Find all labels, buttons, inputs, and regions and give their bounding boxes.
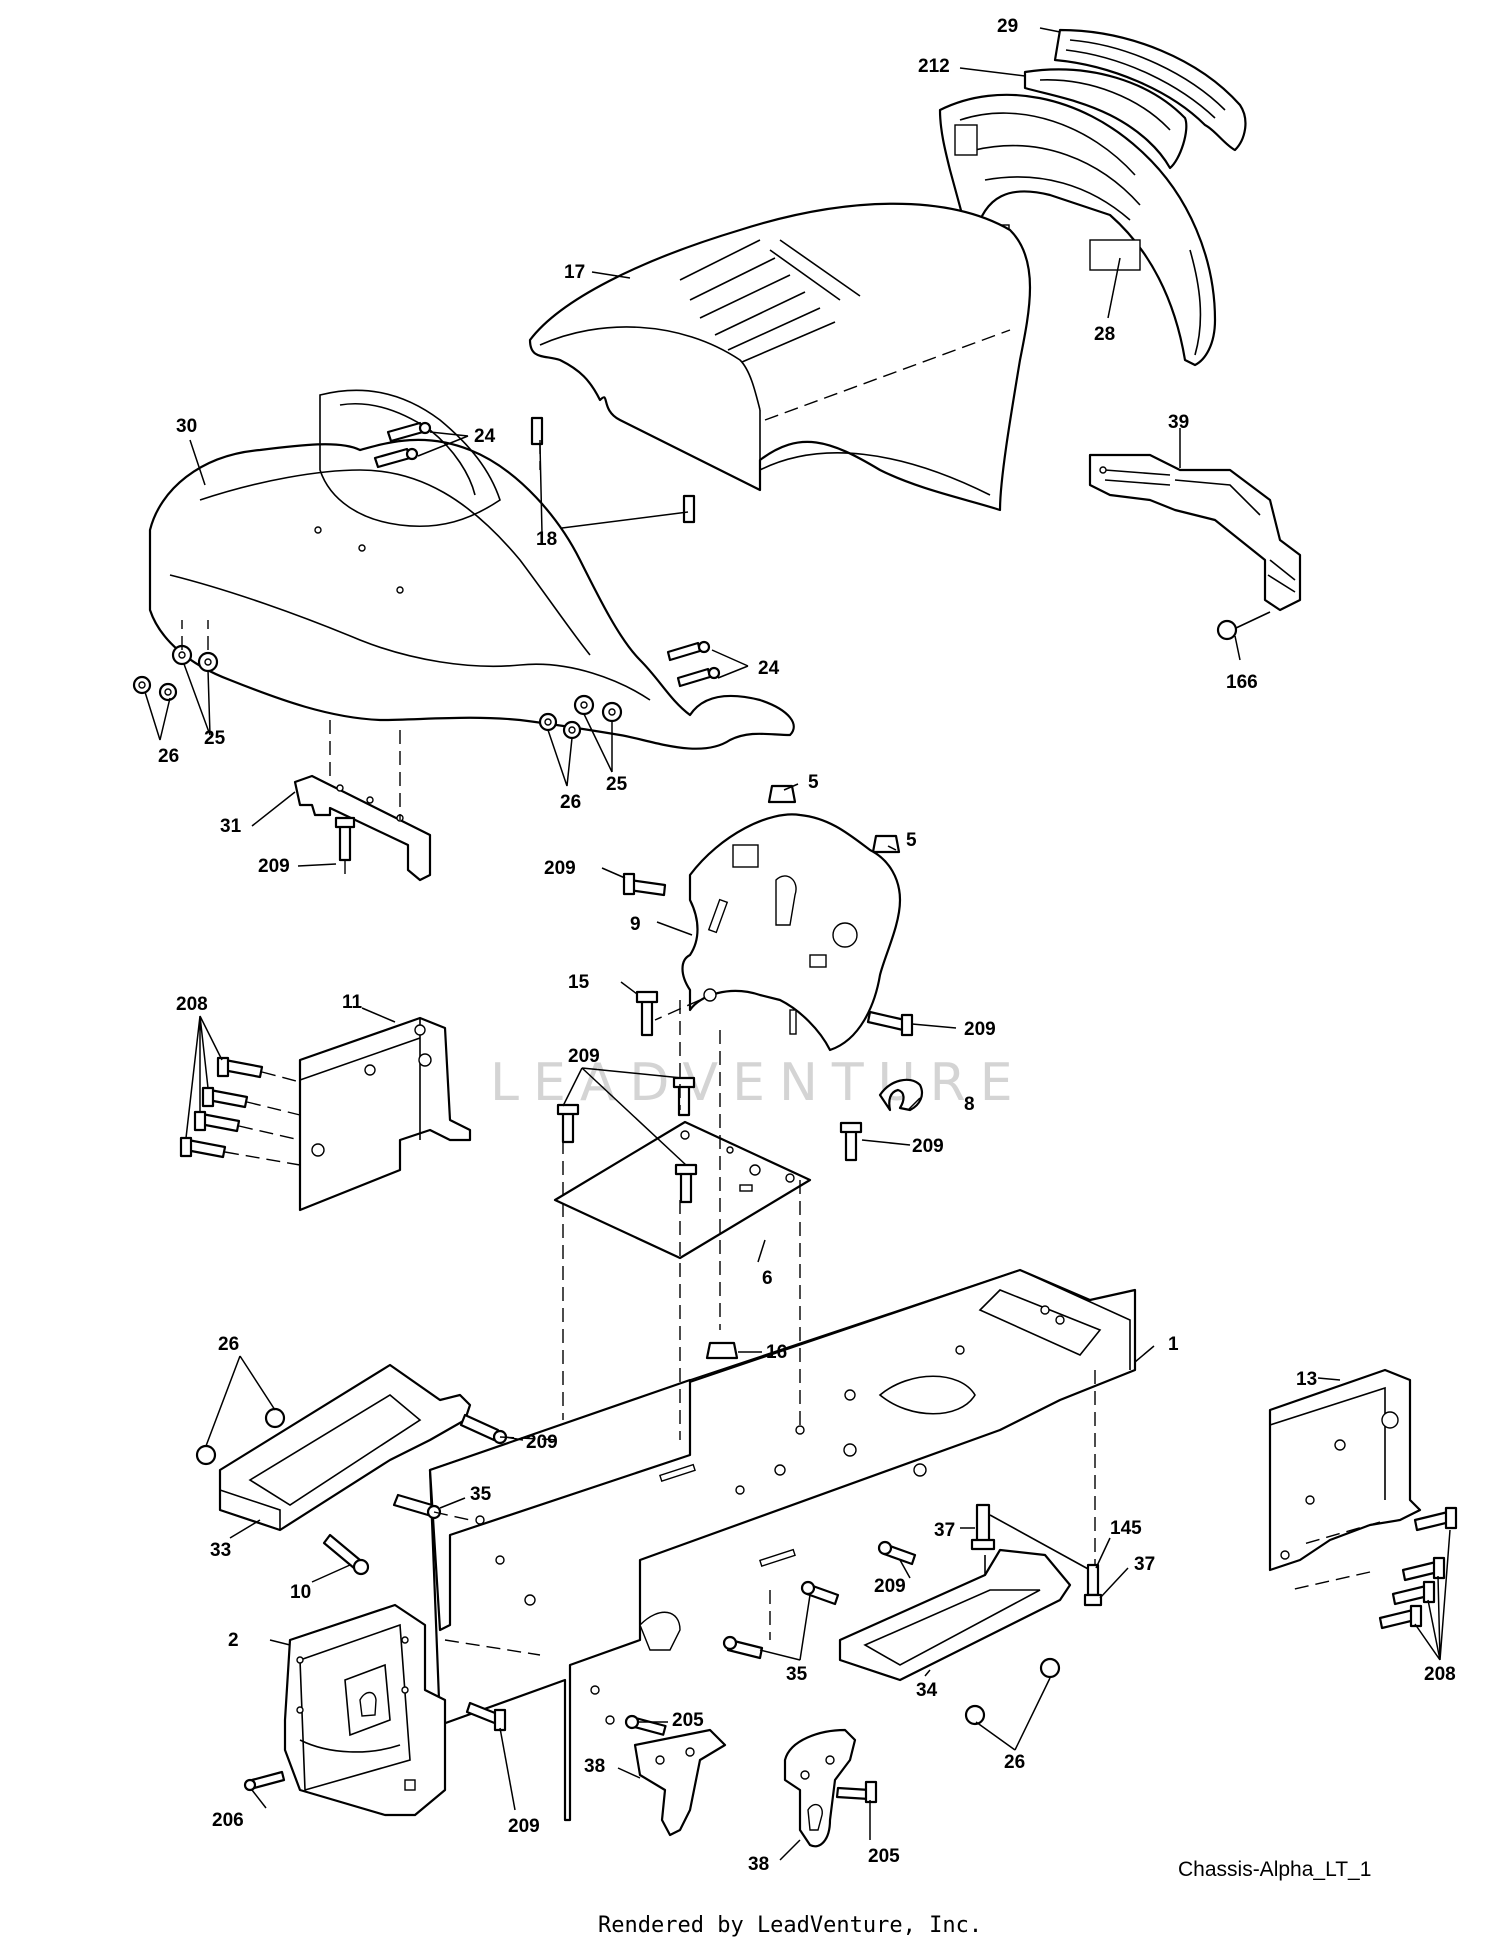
part-8-clip[interactable] bbox=[878, 1078, 924, 1112]
callout-5-lower: 5 bbox=[906, 830, 917, 851]
part-35-bolts-right[interactable] bbox=[722, 1580, 840, 1660]
callout-206: 206 bbox=[212, 1810, 244, 1831]
assembly-lines bbox=[181, 440, 1381, 1656]
callout-17: 17 bbox=[564, 262, 585, 283]
part-209-bolt-9-left[interactable] bbox=[622, 872, 667, 897]
callout-25-left: 25 bbox=[204, 728, 226, 749]
diagram-caption: Chassis-Alpha_LT_1 bbox=[1178, 1858, 1371, 1881]
part-209-bolt-31[interactable] bbox=[334, 816, 356, 862]
footer-credit: Rendered by LeadVenture, Inc. bbox=[598, 1913, 982, 1938]
callout-15: 15 bbox=[568, 972, 590, 993]
callout-37-upper: 37 bbox=[934, 1520, 955, 1541]
part-34-footrest-right[interactable] bbox=[838, 1548, 1072, 1682]
part-16-nut[interactable] bbox=[705, 1341, 739, 1360]
callout-24-upper: 24 bbox=[474, 426, 496, 447]
part-166-screw[interactable] bbox=[1216, 611, 1271, 641]
callout-38-right: 38 bbox=[748, 1854, 769, 1875]
part-208-bolts-left[interactable] bbox=[179, 1056, 264, 1159]
callout-6: 6 bbox=[762, 1268, 773, 1289]
part-1-main-frame[interactable] bbox=[428, 1268, 1137, 1822]
callout-208-left: 208 bbox=[176, 994, 208, 1015]
callout-35-left: 35 bbox=[470, 1484, 492, 1505]
callout-16: 16 bbox=[766, 1342, 787, 1363]
callout-9: 9 bbox=[630, 914, 641, 935]
part-24-bolts-right[interactable] bbox=[666, 640, 721, 688]
part-206-209-bolts-front[interactable] bbox=[243, 1701, 507, 1792]
callout-34: 34 bbox=[916, 1680, 938, 1701]
callout-26-footrest-left: 26 bbox=[218, 1334, 239, 1355]
part-212-lens[interactable] bbox=[1023, 68, 1188, 170]
callout-8: 8 bbox=[964, 1094, 975, 1115]
part-208-bolts-right[interactable] bbox=[1378, 1506, 1458, 1630]
callout-28: 28 bbox=[1094, 324, 1115, 345]
part-35-209-bolts-left[interactable] bbox=[322, 1413, 508, 1576]
callout-labels: 29 212 17 28 30 24 18 39 166 24 26 25 26… bbox=[158, 16, 1456, 1875]
part-24-bolts-upper[interactable] bbox=[373, 421, 432, 469]
callout-30: 30 bbox=[176, 416, 197, 437]
callout-31: 31 bbox=[220, 816, 242, 837]
callout-209-footrest-left: 209 bbox=[526, 1432, 558, 1453]
callout-26-footrest-right: 26 bbox=[1004, 1752, 1025, 1773]
part-209-bolts-plate[interactable] bbox=[556, 1076, 863, 1204]
callout-10: 10 bbox=[290, 1582, 311, 1603]
callout-209-frame-right: 209 bbox=[874, 1576, 906, 1597]
part-26-nuts-left[interactable] bbox=[195, 1407, 286, 1466]
part-25-26-hardware-left[interactable] bbox=[132, 644, 219, 702]
part-26-nuts-right[interactable] bbox=[964, 1657, 1061, 1726]
callout-209-31: 209 bbox=[258, 856, 290, 877]
part-209-bolt-frame-right[interactable] bbox=[877, 1540, 917, 1566]
part-38-205-bracket-left[interactable] bbox=[624, 1714, 727, 1837]
callout-35-right: 35 bbox=[786, 1664, 808, 1685]
part-39-bracket[interactable] bbox=[1088, 453, 1302, 612]
callout-209-plate: 209 bbox=[568, 1046, 600, 1067]
callout-24-right: 24 bbox=[758, 658, 780, 679]
part-31-bracket[interactable] bbox=[293, 774, 432, 882]
callout-209-front: 209 bbox=[508, 1816, 540, 1837]
part-28-front-grille[interactable] bbox=[938, 93, 1217, 367]
part-17-hood[interactable] bbox=[528, 202, 1032, 512]
leader-lines bbox=[144, 27, 1451, 1861]
part-2-front-bracket[interactable] bbox=[283, 1603, 447, 1817]
callout-205-right: 205 bbox=[868, 1846, 900, 1867]
callout-166: 166 bbox=[1226, 672, 1258, 693]
callout-25-mid: 25 bbox=[606, 774, 628, 795]
callout-37-lower: 37 bbox=[1134, 1554, 1155, 1575]
callout-5-upper: 5 bbox=[808, 772, 819, 793]
callout-39: 39 bbox=[1168, 412, 1189, 433]
callout-18: 18 bbox=[536, 529, 557, 550]
callout-38-left: 38 bbox=[584, 1756, 605, 1777]
callout-29: 29 bbox=[997, 16, 1018, 37]
callout-26-mid: 26 bbox=[560, 792, 581, 813]
part-209-bolt-9-right[interactable] bbox=[866, 1010, 914, 1037]
callout-205-left: 205 bbox=[672, 1710, 704, 1731]
part-15-bolt[interactable] bbox=[635, 990, 659, 1037]
part-37-145-hardware[interactable] bbox=[970, 1503, 1103, 1607]
callout-209-9-right: 209 bbox=[964, 1019, 996, 1040]
callout-212: 212 bbox=[918, 56, 950, 77]
part-30-fender[interactable] bbox=[148, 389, 795, 750]
callout-209-9-left: 209 bbox=[544, 858, 576, 879]
part-13-side-panel-right[interactable] bbox=[1268, 1368, 1422, 1572]
callout-11: 11 bbox=[342, 992, 363, 1013]
callout-208-right: 208 bbox=[1424, 1664, 1456, 1685]
part-11-side-panel-left[interactable] bbox=[298, 1016, 472, 1212]
callout-2: 2 bbox=[228, 1630, 239, 1651]
callout-26-left: 26 bbox=[158, 746, 179, 767]
watermark-text: LEADVENTURE bbox=[490, 1053, 1027, 1113]
part-9-dash-panel[interactable] bbox=[681, 813, 902, 1052]
part-38-205-bracket-right[interactable] bbox=[783, 1728, 878, 1848]
callout-1: 1 bbox=[1168, 1334, 1179, 1355]
callout-33: 33 bbox=[210, 1540, 231, 1561]
callout-145: 145 bbox=[1110, 1518, 1142, 1539]
callout-209-plate-right: 209 bbox=[912, 1136, 944, 1157]
part-29-grille-strip[interactable] bbox=[1053, 28, 1247, 152]
callout-13: 13 bbox=[1296, 1369, 1317, 1390]
part-18-pins[interactable] bbox=[530, 416, 696, 524]
